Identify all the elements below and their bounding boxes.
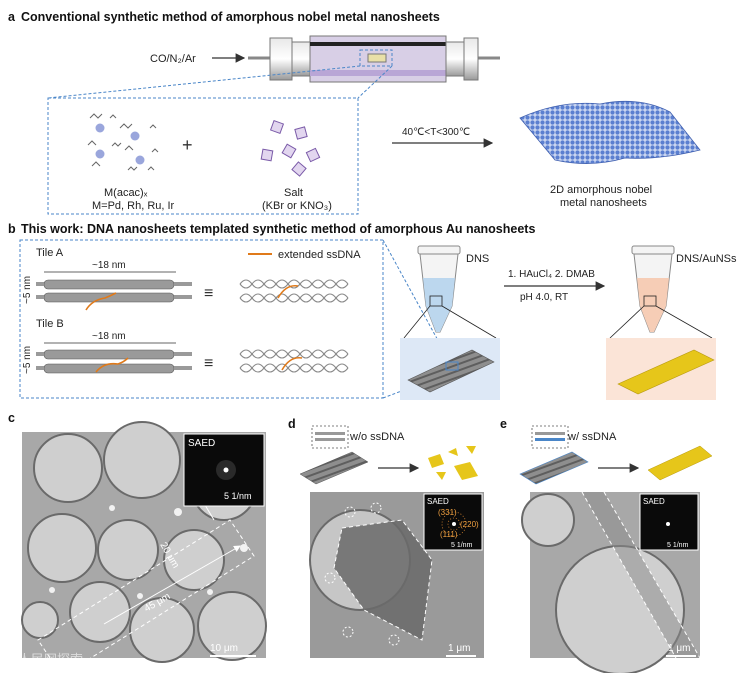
tile-b-label: Tile B	[36, 318, 64, 330]
tile-mini-d-2	[315, 438, 345, 441]
dns-aunss-label: DNS/AuNSs	[676, 253, 737, 265]
panel-a-title: Conventional synthetic method of amorpho…	[21, 10, 440, 24]
tile-mini-e-2	[535, 438, 565, 441]
saed-inset-e	[639, 493, 699, 551]
tile-b-equiv: ≡	[204, 355, 213, 372]
au-fragment-outline-d	[333, 519, 433, 641]
gas-label: CO/N₂/Ar	[150, 53, 196, 65]
temperature-label: 40℃<T<300℃	[402, 127, 470, 138]
saed-scale-e: 5 1/nm	[667, 542, 689, 549]
small-fragments-d	[324, 502, 400, 646]
saed-ring-220: (220)	[460, 520, 479, 529]
tile-a-equiv: ≡	[204, 285, 213, 302]
saed-label-c: SAED	[188, 438, 215, 449]
scale-label-c: 10 μm	[210, 643, 238, 654]
panel-d-letter: d	[288, 417, 296, 431]
precursor-metals-label: M=Pd, Rh, Ru, Ir	[92, 200, 175, 212]
tem-c-specks	[49, 505, 248, 599]
scale-label-e: 1 μm	[668, 643, 690, 654]
panel-a-letter: a	[8, 10, 16, 24]
saed-ring-111: (111)	[440, 530, 458, 539]
gold-nanosheet-e	[647, 445, 713, 481]
saed-inset-d	[423, 493, 483, 551]
tile-mini-e-1	[535, 432, 565, 435]
saed-ring-331: (331)	[438, 508, 457, 517]
tile-mini-d-1	[315, 432, 345, 435]
panel-a: a Conventional synthetic method of amorp…	[8, 10, 701, 215]
tube-furnace-illustration	[248, 35, 500, 83]
saed-ring-d-2	[447, 517, 461, 531]
tile-zoom-e	[531, 425, 569, 449]
tem-c-holes	[21, 421, 267, 663]
salt-crystals	[260, 119, 321, 177]
plus-sign: +	[182, 135, 193, 155]
dns-sheet-d	[299, 451, 369, 485]
saed-ring-d-1	[441, 511, 467, 537]
dns-label: DNS	[466, 253, 489, 265]
panel-d: d w/o ssDNA SAED (331) (220) (111) 5 1/n…	[288, 417, 484, 658]
salt-label: Salt	[284, 187, 303, 199]
tile-a-helix	[239, 279, 349, 303]
panel-d-title: w/o ssDNA	[349, 431, 405, 443]
panel-e-title: w/ ssDNA	[567, 431, 617, 443]
dns-tube-illustration	[400, 245, 500, 400]
saed-center-d	[452, 522, 456, 526]
ssdna-legend: extended ssDNA	[278, 249, 361, 261]
precursor-label: M(acac)ₓ	[104, 187, 148, 199]
tile-b-illustration	[36, 349, 192, 374]
tile-a-illustration	[36, 279, 192, 311]
tile-b-length: ~18 nm	[92, 331, 126, 342]
saed-scale-d: 5 1/nm	[451, 542, 473, 549]
reaction-condition-label: pH 4.0, RT	[520, 292, 568, 303]
panel-c-letter: c	[8, 411, 15, 425]
tile-a-label: Tile A	[36, 247, 64, 259]
product-label-1: 2D amorphous nobel	[550, 184, 652, 196]
panel-e-letter: e	[500, 417, 507, 431]
au-fragment-d	[334, 520, 432, 640]
tile-zoom-d	[311, 425, 349, 449]
panel-b: b This work: DNA nanosheets templated sy…	[8, 222, 737, 400]
saed-label-e: SAED	[643, 497, 665, 506]
panel-c: c 20 μm 45 μm SAED 5 1/nm	[8, 411, 267, 673]
panel-b-title: This work: DNA nanosheets templated synt…	[21, 222, 535, 236]
reaction-step-label: 1. HAuCl₄ 2. DMAB	[508, 269, 595, 280]
dim-line-45	[103, 545, 241, 625]
watermark: 人民网探索	[18, 652, 83, 667]
saed-label-d: SAED	[427, 497, 449, 506]
zoom-line-left	[47, 65, 361, 99]
sheet-edge-e-2	[603, 491, 701, 659]
tile-b-helix	[239, 349, 349, 373]
sheet-edge-e-1	[581, 491, 677, 659]
nanosheet-outline-c	[37, 519, 255, 673]
dns-sheet-e	[519, 451, 589, 485]
zoom-line-right	[357, 65, 393, 99]
salt-types-label: (KBr or KNO₃)	[262, 200, 332, 212]
scale-label-d: 1 μm	[448, 643, 470, 654]
tem-e-hole-2	[521, 493, 575, 547]
tile-a-width: ~5 nm	[22, 276, 33, 304]
tile-a-length: ~18 nm	[92, 260, 126, 271]
saed-center-c	[223, 467, 229, 473]
gold-fragments-d	[428, 446, 478, 480]
tile-design-box	[19, 239, 384, 399]
panel-b-letter: b	[8, 222, 16, 236]
amorphous-nanosheet-illustration	[519, 100, 701, 164]
au-nanosheet-e	[582, 492, 700, 658]
saed-center-e	[666, 522, 670, 526]
panel-e: e w/ ssDNA SAED 5 1/nm 1 μm	[500, 417, 713, 673]
saed-scale-c: 5 1/nm	[224, 491, 252, 501]
tile-b-width: ~5 nm	[22, 346, 33, 374]
zoom-line-b-top	[382, 239, 453, 367]
metal-acac-molecules	[87, 113, 159, 171]
product-label-2: metal nanosheets	[560, 197, 647, 209]
reagents-box	[47, 97, 359, 215]
dns-aunss-tube-illustration	[606, 245, 716, 400]
